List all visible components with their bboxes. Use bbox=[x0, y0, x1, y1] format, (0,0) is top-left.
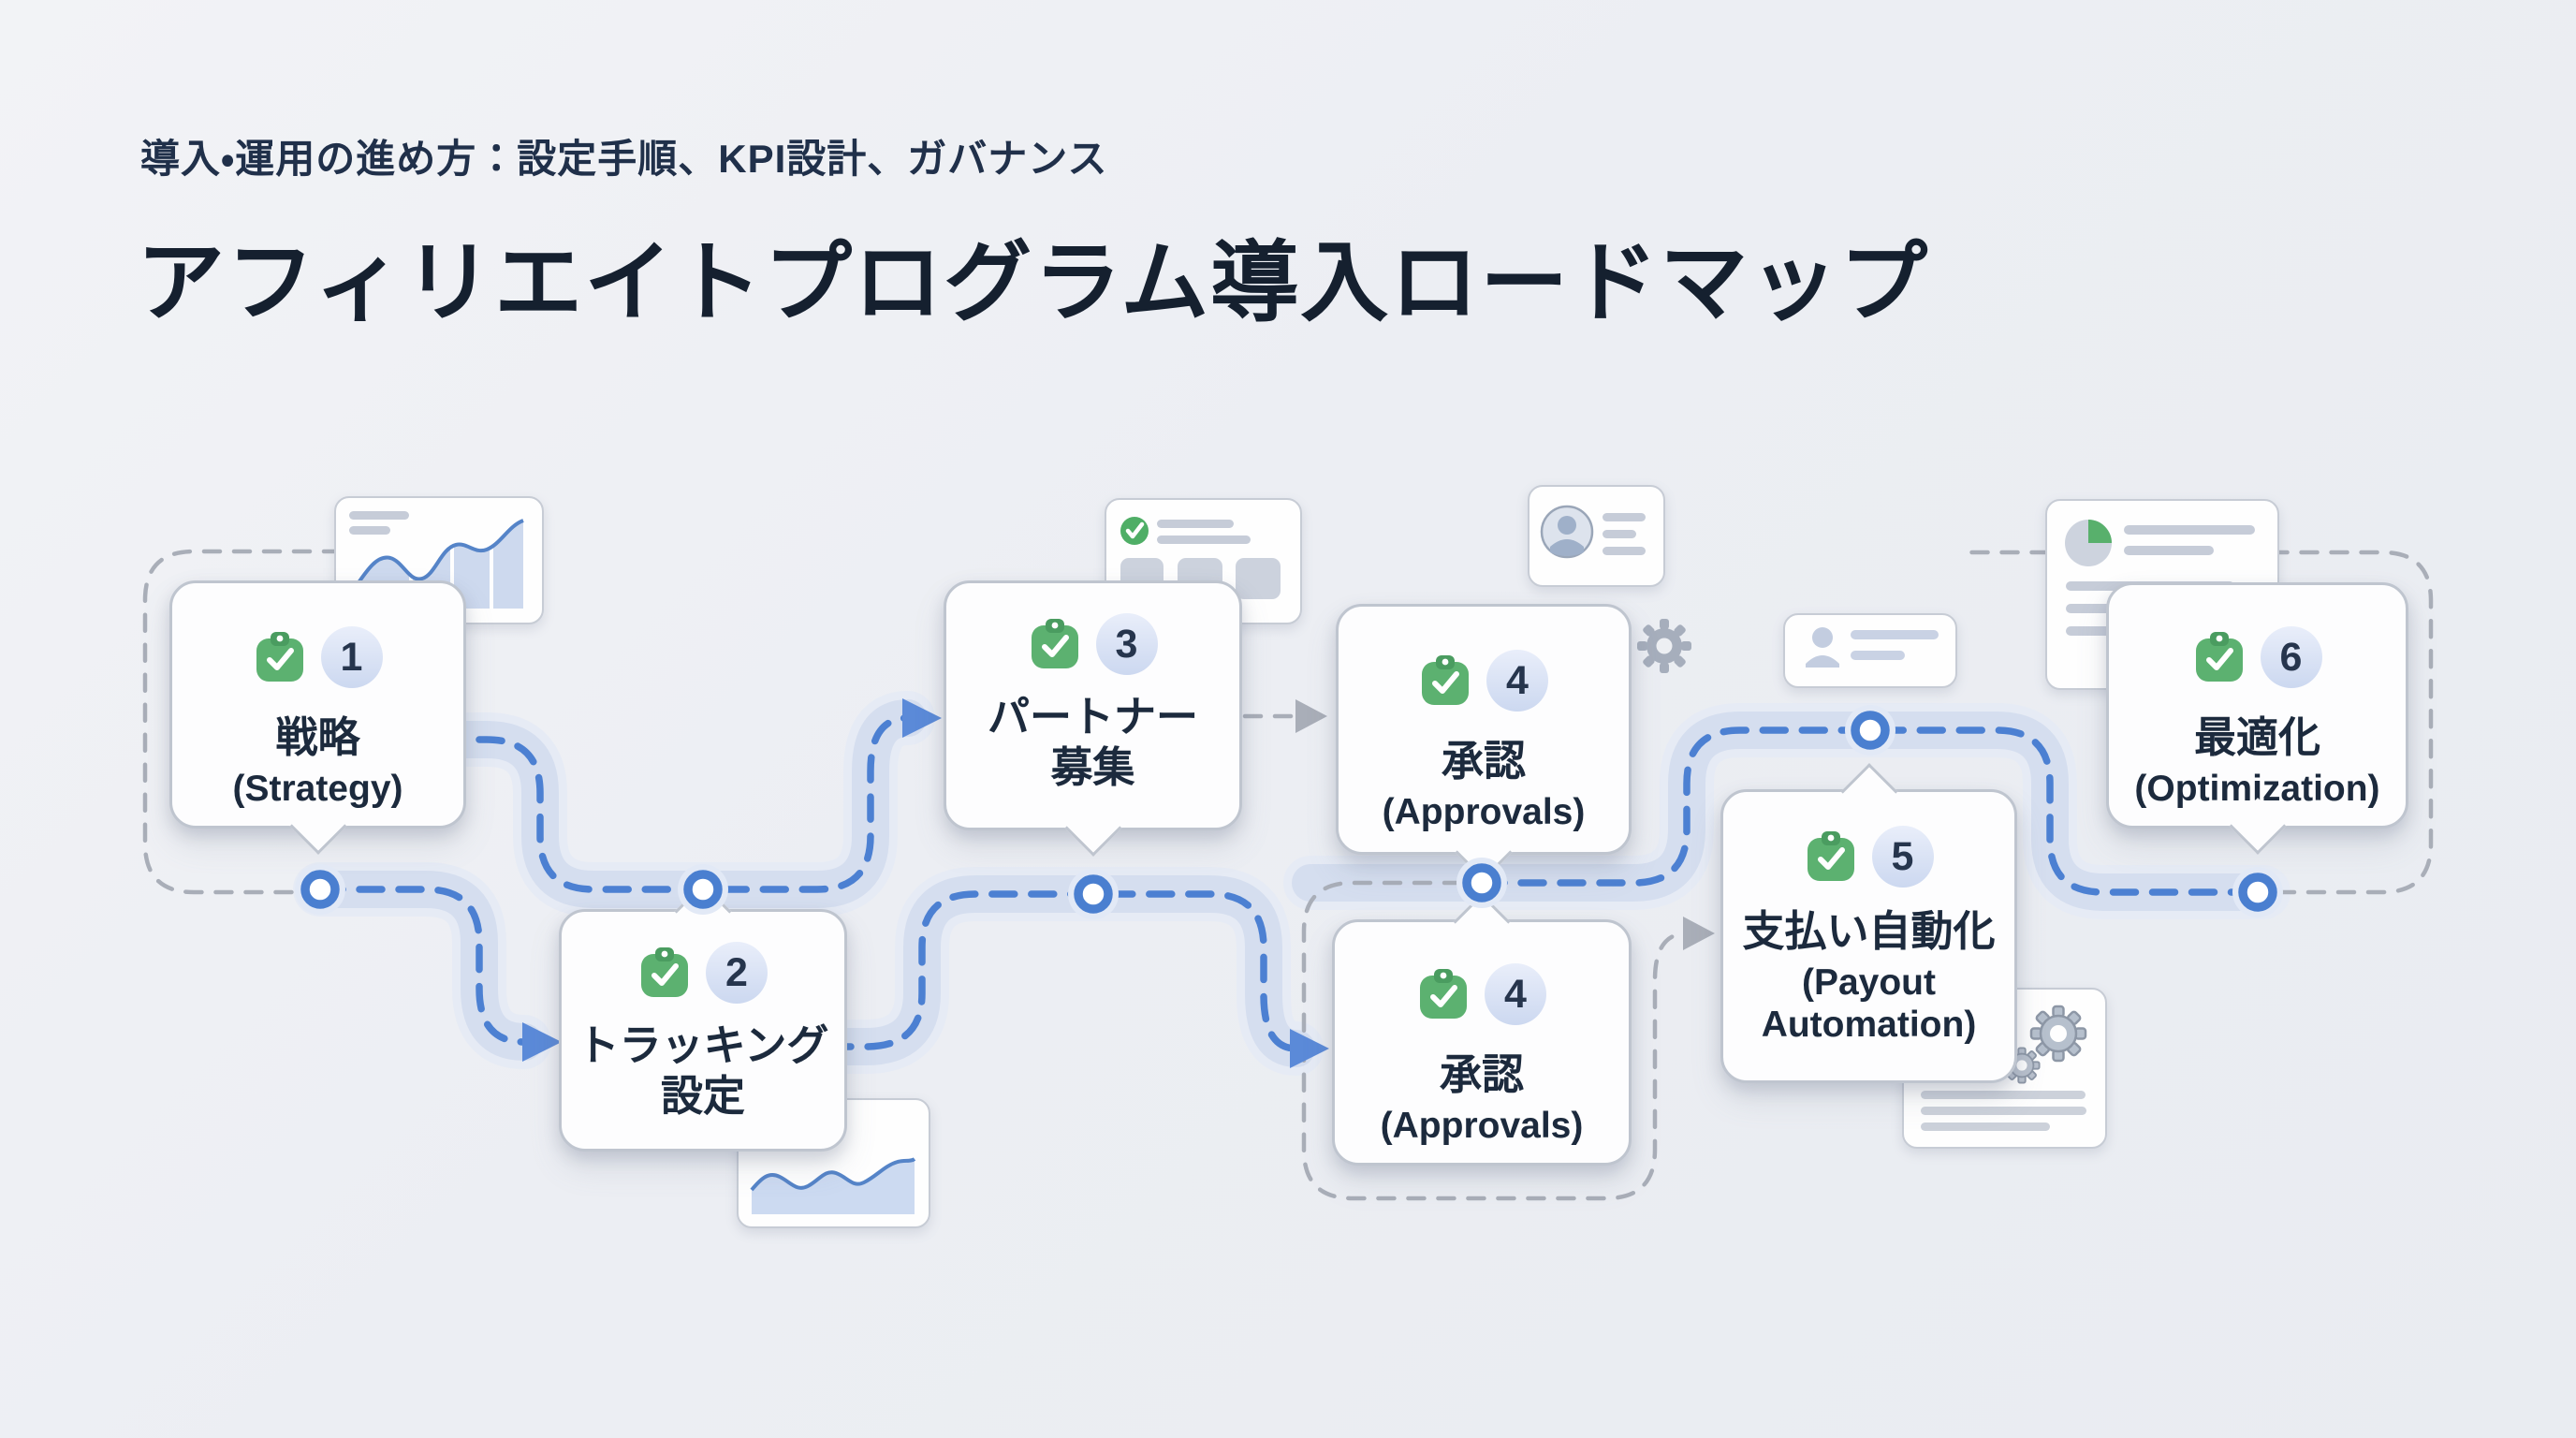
step-card-tracking-setup: 2 トラッキング 設定 bbox=[559, 883, 847, 1152]
step-card-approvals-bottom: 4 承認 (Approvals) bbox=[1332, 893, 1632, 1166]
card-icon-row: 3 bbox=[1029, 613, 1158, 675]
clipboard-check-icon bbox=[254, 631, 306, 683]
road-dashed-centerlines bbox=[316, 714, 2261, 1052]
clipboard-check-icon bbox=[1419, 654, 1471, 707]
clipboard-check-icon bbox=[1805, 830, 1857, 883]
step-title-ja: 支払い自動化 bbox=[1742, 907, 1996, 955]
step-number-badge: 3 bbox=[1095, 613, 1158, 675]
card-icon-row: 1 bbox=[254, 626, 383, 688]
gear-icon bbox=[1636, 618, 1692, 674]
clipboard-check-icon bbox=[1029, 618, 1081, 670]
task-board-graphic bbox=[1120, 517, 1281, 605]
page-title: アフィリエイトプログラム導入ロードマップ bbox=[137, 233, 1930, 331]
dashed-guide-routes bbox=[142, 549, 2434, 1201]
clipboard-check-icon bbox=[638, 946, 691, 999]
step-title-ja: 承認 bbox=[1441, 737, 1526, 785]
contact-card-illustration bbox=[1783, 613, 1957, 688]
arrow-icon-into-step4b bbox=[1290, 1029, 1329, 1068]
step-number-badge: 5 bbox=[1871, 826, 1934, 888]
clipboard-check-icon bbox=[2193, 631, 2246, 683]
card-icon-row: 5 bbox=[1805, 826, 1934, 888]
step-card-strategy: 1 戦略 (Strategy) bbox=[169, 580, 466, 855]
step-card-optimization: 6 最適化 (Optimization) bbox=[2106, 582, 2408, 855]
step-title-en: (Approvals) bbox=[1380, 1106, 1584, 1146]
step-title-ja: パートナー 募集 bbox=[987, 693, 1198, 791]
step-card-approvals-top: 4 承認 (Approvals) bbox=[1336, 604, 1632, 881]
arrow-icon-into-step4a bbox=[1295, 699, 1327, 733]
gear-icon bbox=[2029, 1005, 2087, 1063]
task-board-illustration bbox=[1105, 498, 1302, 624]
step-card-partner-recruiting: 3 パートナー 募集 bbox=[944, 580, 1242, 857]
route-arrows bbox=[522, 698, 1715, 1068]
step-number-badge: 2 bbox=[706, 942, 768, 1004]
step-number-badge: 4 bbox=[1486, 650, 1548, 712]
arrow-icon-into-step3 bbox=[902, 698, 942, 738]
step-number-badge: 4 bbox=[1485, 963, 1546, 1025]
step-title-ja: 戦略 bbox=[275, 713, 360, 761]
card-icon-row: 6 bbox=[2193, 626, 2322, 688]
arrow-icon-into-step5 bbox=[1683, 917, 1715, 950]
step-number-badge: 1 bbox=[320, 626, 383, 688]
card-icon-row: 4 bbox=[1417, 963, 1546, 1025]
arrow-icon-into-step2 bbox=[522, 1022, 562, 1062]
step-number-badge: 6 bbox=[2260, 626, 2322, 688]
page-subtitle: 導入・運用の進め方：設定手順、KPI設計、ガバナンス bbox=[140, 137, 1108, 181]
card-icon-row: 4 bbox=[1419, 650, 1548, 712]
step-title-ja: 最適化 bbox=[2193, 713, 2320, 761]
step-card-payout-automation: 5 支払い自動化 (Payout Automation) bbox=[1720, 763, 2017, 1083]
step-title-ja: 承認 bbox=[1439, 1050, 1524, 1098]
step-title-ja: トラッキング 設定 bbox=[577, 1021, 829, 1120]
person-icon bbox=[1806, 627, 1939, 668]
clipboard-check-icon bbox=[1417, 968, 1470, 1020]
person-icon bbox=[1540, 505, 1646, 559]
profile-card-illustration bbox=[1528, 485, 1665, 587]
step-title-en: (Payout Automation) bbox=[1761, 962, 1977, 1045]
card-icon-row: 2 bbox=[638, 942, 768, 1004]
